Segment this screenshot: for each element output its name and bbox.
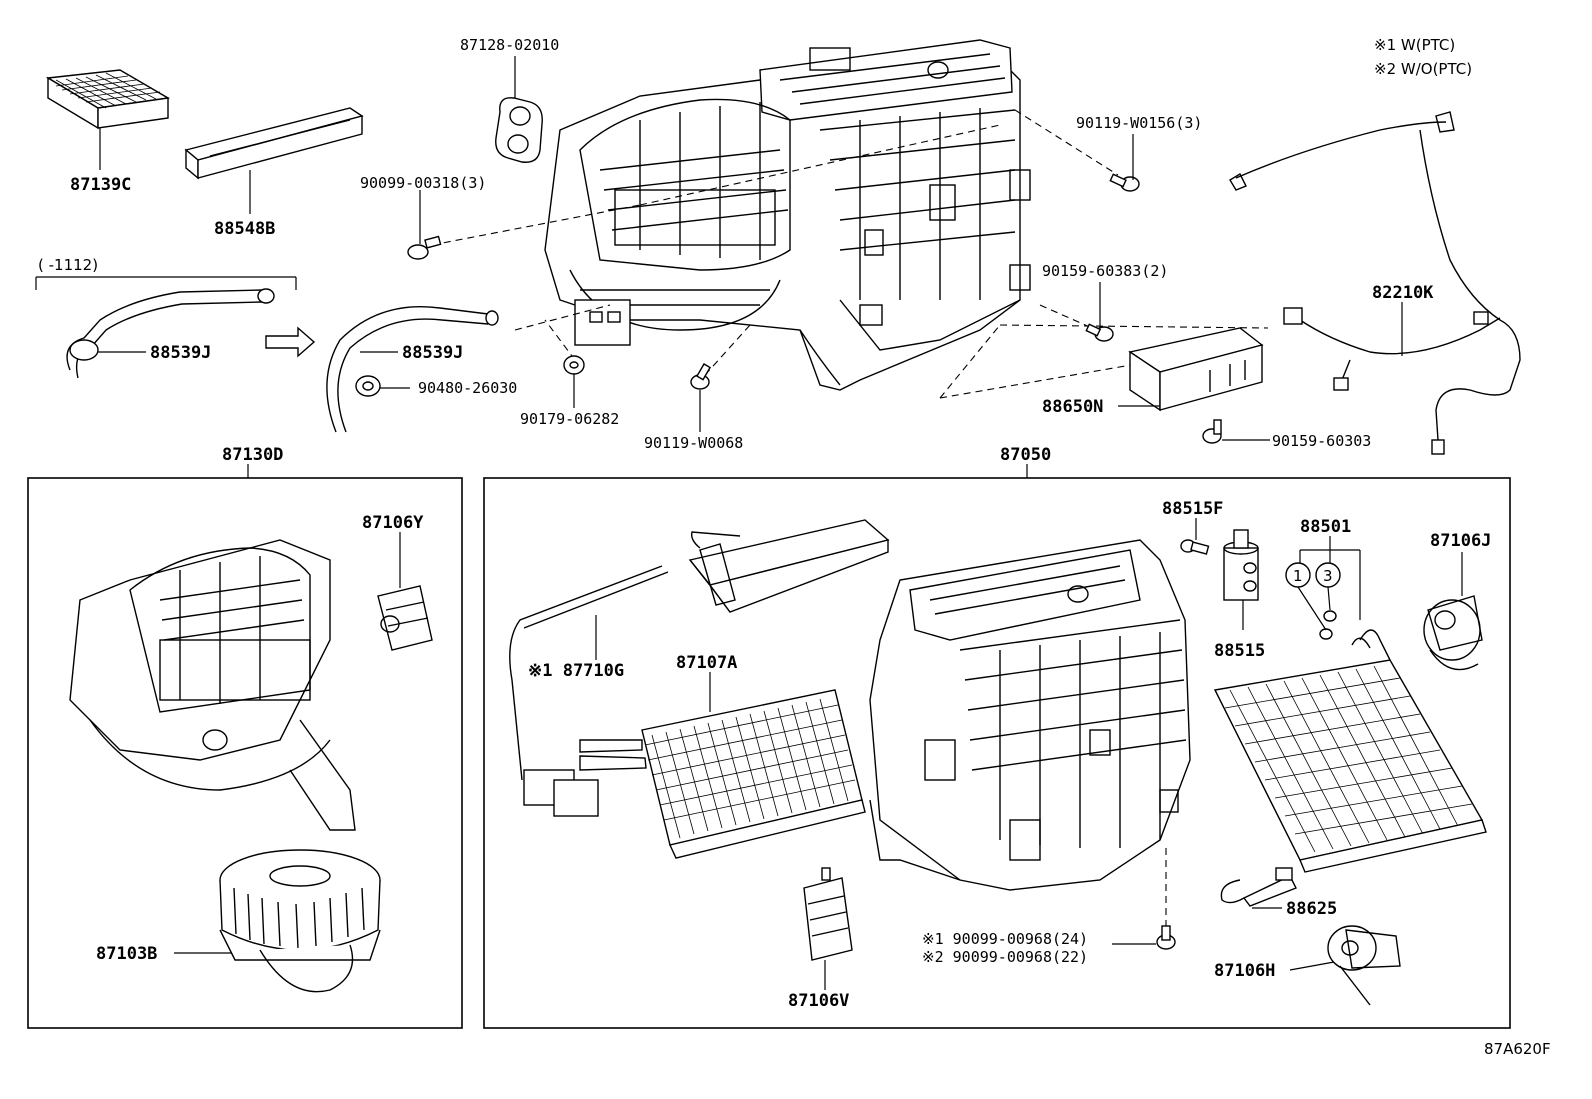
label-87106j: 87106J [1430, 531, 1491, 551]
ptc-heater-icon [509, 519, 890, 817]
label-90159-60383: 90159-60383(2) [1042, 262, 1168, 280]
label-87107a: 87107A [676, 653, 737, 673]
servo-motor-87106y-icon [377, 585, 433, 651]
label-88515f: 88515F [1162, 499, 1223, 519]
label-90099-00968-wo-ptc: ※2 90099-00968(22) [922, 948, 1088, 966]
assembly-box-87050 [483, 477, 1511, 1029]
thermistor-icon [1220, 867, 1297, 907]
label-88650n: 88650N [1042, 397, 1103, 417]
blower-motor-icon [219, 849, 381, 993]
label-88625: 88625 [1286, 899, 1337, 919]
label-90480-26030: 90480-26030 [418, 379, 517, 397]
screw-90119-w0068-icon [690, 363, 712, 390]
hvac-case-icon [869, 539, 1191, 891]
grommet-90480-icon [355, 375, 381, 397]
screw-90099-00318-icon [407, 235, 442, 260]
label-87139c: 87139C [70, 175, 131, 195]
label-88501: 88501 [1300, 517, 1351, 537]
label-87106v: 87106V [788, 991, 849, 1011]
label-82210k: 82210K [1372, 283, 1434, 303]
diagram-code: 87A620F [1484, 1040, 1551, 1058]
note-w-ptc: ※1 W(PTC) [1374, 36, 1455, 54]
servo-motor-87106v-icon [803, 867, 853, 961]
nut-90179-06282-icon [563, 355, 585, 375]
circle-label-3: 3 [1323, 567, 1333, 585]
circle-label-1: 1 [1293, 567, 1303, 585]
filter-cover-icon [184, 107, 364, 180]
label-90099-00968-w-ptc: ※1 90099-00968(24) [922, 930, 1088, 948]
note-wo-ptc: ※2 W/O(PTC) [1374, 60, 1472, 78]
label-88539j-new: 88539J [402, 343, 463, 363]
wire-harness-icon [1229, 111, 1521, 455]
label-90119-w0156: 90119-W0156(3) [1076, 114, 1202, 132]
screw-90119-w0156-icon [1109, 173, 1140, 192]
o-ring-set-icon [1285, 536, 1361, 640]
grommet-icon [495, 97, 543, 163]
bolt-88515f-icon [1180, 539, 1210, 555]
expansion-valve-icon [1223, 529, 1259, 601]
label-88539j-old: 88539J [150, 343, 211, 363]
blower-unit-icon [69, 539, 356, 831]
servo-motor-87106j-icon [1423, 595, 1483, 671]
label-87050: 87050 [1000, 445, 1051, 465]
label-90159-60303: 90159-60303 [1272, 432, 1371, 450]
label-range: ( -1112) [38, 256, 98, 274]
screw-90159-60303-icon [1202, 419, 1222, 444]
label-87128-02010: 87128-02010 [460, 36, 559, 54]
hvac-unit-main-icon [544, 39, 1031, 391]
screw-90099-00968-icon [1156, 925, 1176, 950]
air-conditioner-amplifier-icon [1128, 327, 1264, 412]
assembly-box-87130d [27, 477, 463, 1029]
label-90179-06282: 90179-06282 [520, 410, 619, 428]
label-90119-w0068: 90119-W0068 [644, 434, 743, 452]
label-87106h: 87106H [1214, 961, 1275, 981]
label-87106y: 87106Y [362, 513, 424, 533]
screw-90159-60383-icon [1085, 323, 1114, 342]
label-87710g: ※1 87710G [528, 661, 624, 681]
cabin-filter-icon [45, 69, 171, 130]
label-88515: 88515 [1214, 641, 1265, 661]
label-87130d: 87130D [222, 445, 283, 465]
label-87103b: 87103B [96, 944, 157, 964]
servo-motor-87106h-icon [1327, 925, 1401, 1006]
arrow-icon [265, 326, 316, 358]
drain-hose-old-icon [66, 288, 275, 379]
label-88548b: 88548B [214, 219, 275, 239]
drain-hose-new-icon [326, 305, 499, 433]
label-90099-00318: 90099-00318(3) [360, 174, 486, 192]
evaporator-icon [1213, 629, 1487, 873]
heater-core-icon [579, 689, 866, 859]
